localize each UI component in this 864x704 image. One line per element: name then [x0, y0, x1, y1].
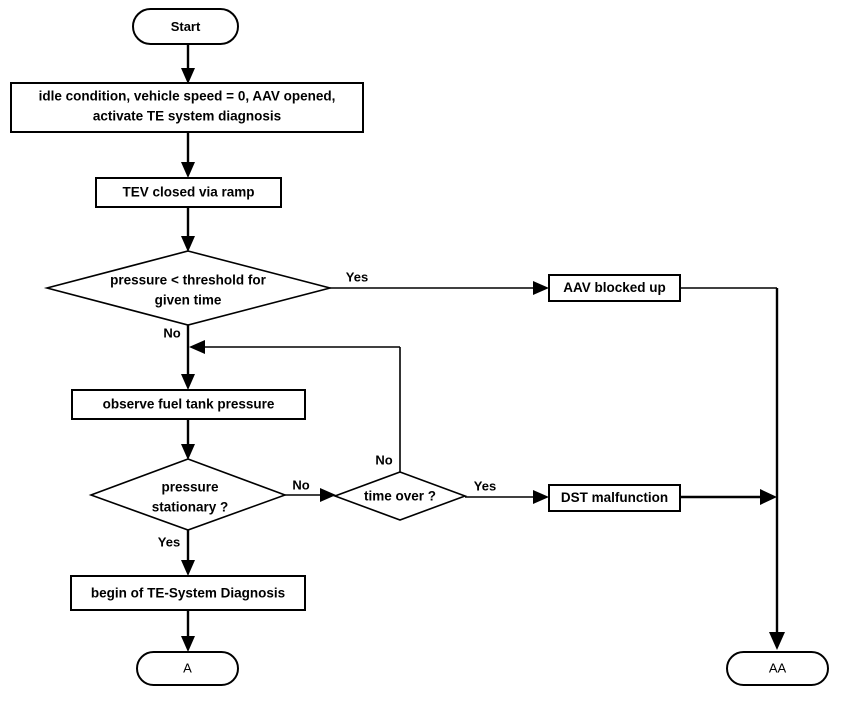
aav-blocked-up-label: AAV blocked up	[563, 280, 666, 295]
idle-condition-label-line1: idle condition, vehicle speed = 0, AAV o…	[39, 89, 336, 104]
node-time-over-decision[interactable]: time over ?	[332, 471, 468, 521]
observe-fuel-tank-pressure-label: observe fuel tank pressure	[103, 397, 275, 412]
time-over-shape	[332, 471, 468, 521]
edge-observe-to-pressure-stationary	[181, 418, 195, 460]
edge-label-no-time-over: No	[375, 452, 392, 467]
node-pressure-threshold-decision[interactable]: pressure < threshold for given time	[43, 250, 334, 326]
edge-label-yes-threshold: Yes	[346, 269, 368, 284]
node-tev-closed[interactable]: TEV closed via ramp	[95, 177, 282, 208]
dst-malfunction-label: DST malfunction	[561, 490, 668, 505]
node-pressure-stationary-decision[interactable]: pressure stationary ?	[88, 458, 288, 531]
pressure-stationary-label-line2: stationary ?	[152, 500, 229, 515]
edge-label-no-stationary: No	[292, 477, 309, 492]
pressure-threshold-shape	[43, 250, 334, 326]
node-terminal-aa[interactable]: AA	[726, 651, 829, 686]
edge-aav-blocked-to-terminal-aa	[680, 287, 785, 650]
edge-time-over-no-feedback-to-observe	[189, 340, 401, 472]
pressure-stationary-label-line1: pressure	[161, 480, 219, 495]
time-over-label: time over ?	[364, 489, 436, 504]
edge-label-no-threshold: No	[163, 325, 180, 340]
edge-pressure-threshold-no-to-observe	[181, 325, 195, 390]
idle-condition-label-line2: activate TE system diagnosis	[93, 109, 281, 124]
terminal-a-label: A	[183, 660, 192, 675]
pressure-stationary-shape	[88, 458, 288, 531]
node-begin-te-system-diagnosis[interactable]: begin of TE-System Diagnosis	[70, 575, 306, 611]
start-label: Start	[171, 19, 201, 34]
tev-closed-shape	[95, 177, 282, 208]
start-terminator-shape	[132, 8, 239, 45]
edge-label-yes-time-over: Yes	[474, 478, 496, 493]
idle-condition-shape	[10, 82, 364, 133]
node-idle-condition[interactable]: idle condition, vehicle speed = 0, AAV o…	[10, 82, 364, 133]
node-start[interactable]: Start	[132, 8, 239, 45]
node-observe-fuel-tank-pressure[interactable]: observe fuel tank pressure	[71, 389, 306, 420]
observe-fuel-tank-pressure-shape	[71, 389, 306, 420]
terminal-aa-shape	[726, 651, 829, 686]
edge-pressure-stationary-no-to-time-over	[285, 488, 336, 502]
node-terminal-a[interactable]: A	[136, 651, 239, 686]
tev-closed-label: TEV closed via ramp	[122, 185, 254, 200]
edge-idle-to-tev	[181, 132, 195, 178]
edge-begin-te-to-terminal-a	[181, 610, 195, 652]
edge-time-over-yes-to-dst-malfunction	[465, 490, 549, 504]
dst-malfunction-shape	[548, 484, 681, 512]
edge-pressure-threshold-yes-to-aav-blocked	[330, 281, 549, 295]
node-aav-blocked-up[interactable]: AAV blocked up	[548, 274, 681, 302]
pressure-threshold-label-line1: pressure < threshold for	[110, 273, 266, 288]
aav-blocked-up-shape	[548, 274, 681, 302]
edge-label-yes-stationary: Yes	[158, 534, 180, 549]
begin-te-system-diagnosis-label: begin of TE-System Diagnosis	[91, 586, 285, 601]
edge-start-to-idle	[181, 44, 195, 84]
edge-tev-to-pressure-threshold	[181, 206, 195, 252]
pressure-threshold-label-line2: given time	[155, 293, 222, 308]
node-dst-malfunction[interactable]: DST malfunction	[548, 484, 681, 512]
terminal-a-shape	[136, 651, 239, 686]
edge-dst-malfunction-to-right-bus	[680, 489, 777, 505]
terminal-aa-label: AA	[769, 660, 787, 675]
edge-pressure-stationary-yes-to-begin-te	[181, 530, 195, 576]
begin-te-system-diagnosis-shape	[70, 575, 306, 611]
